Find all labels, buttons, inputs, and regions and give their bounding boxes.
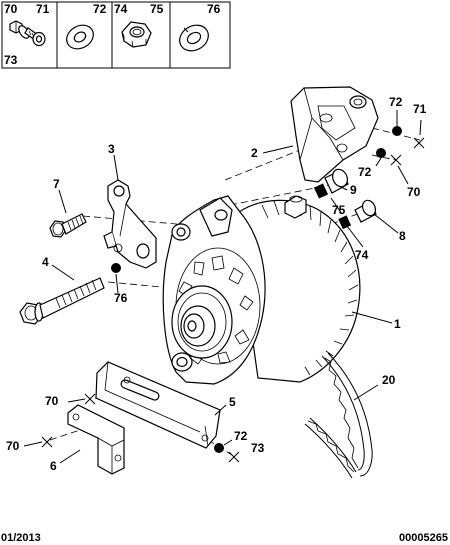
callout-9: 9 [350, 183, 357, 197]
washer-72-mid [376, 148, 386, 158]
pulley [171, 285, 233, 359]
callout-72-mid: 72 [358, 165, 372, 179]
spring-washer-icon [179, 24, 209, 52]
legend-box: 70 71 73 72 74 75 76 [1, 1, 231, 69]
legend-label-74: 74 [114, 2, 128, 16]
washer-76-black [111, 263, 121, 273]
callout-3: 3 [108, 142, 115, 156]
callout-labels: 2 3 7 4 1 9 8 72 71 72 70 75 74 76 20 5 … [6, 95, 427, 473]
legend-label-75: 75 [150, 2, 164, 16]
footer-code: 00005265 [399, 532, 448, 544]
leader-lines [23, 110, 422, 464]
callout-72-top: 72 [389, 95, 403, 109]
callout-2: 2 [251, 146, 258, 160]
callout-8: 8 [399, 229, 406, 243]
legend-label-71: 71 [36, 2, 50, 16]
callout-5: 5 [229, 395, 236, 409]
bolt-71-marker [413, 137, 425, 149]
callout-74-mid: 74 [355, 248, 369, 262]
alternator-body [162, 195, 361, 385]
foot-bracket [67, 404, 125, 475]
legend-label-70: 70 [4, 2, 18, 16]
callout-76-mid: 76 [114, 291, 128, 305]
flat-washer-icon [66, 24, 94, 50]
hex-nut-icon [121, 21, 152, 48]
callout-70-mid: 70 [407, 185, 421, 199]
washer-72-top [392, 126, 402, 136]
bolt-with-washer-icon [9, 20, 46, 47]
bolt-4 [19, 277, 105, 325]
bolt-70-marker-mid [390, 154, 402, 166]
upper-mounting-bracket [290, 86, 379, 183]
callout-73-bottom: 73 [251, 441, 265, 455]
callout-70-left-upper: 70 [45, 394, 59, 408]
washer-72-bottom [214, 443, 224, 453]
callout-4: 4 [42, 255, 49, 269]
callout-20: 20 [382, 373, 396, 387]
footer-date: 01/2013 [1, 532, 41, 544]
callout-75-mid: 75 [332, 203, 346, 217]
callout-70-left-lower: 70 [6, 439, 20, 453]
tensioner-bracket [95, 361, 221, 449]
legend-label-76: 76 [207, 2, 221, 16]
adjusting-bracket [103, 179, 157, 269]
bolt-73-marker [228, 451, 240, 463]
drive-belt [304, 352, 373, 479]
bolt-7 [49, 213, 87, 238]
nut-75-black [313, 183, 329, 199]
legend-label-72: 72 [93, 2, 107, 16]
callout-6: 6 [50, 459, 57, 473]
bushing-sleeve [324, 168, 349, 194]
bushing-sleeve-lower [354, 199, 377, 223]
bolt-70-marker-upper [84, 393, 96, 405]
callout-1: 1 [394, 317, 401, 331]
callout-72-bottom: 72 [234, 429, 248, 443]
callout-71-top: 71 [413, 102, 427, 116]
nut-74-black [338, 215, 352, 230]
bolt-70-marker-lower [41, 436, 53, 448]
cooling-fins [261, 199, 359, 376]
callout-7: 7 [53, 177, 60, 191]
legend-label-73: 73 [4, 53, 18, 67]
